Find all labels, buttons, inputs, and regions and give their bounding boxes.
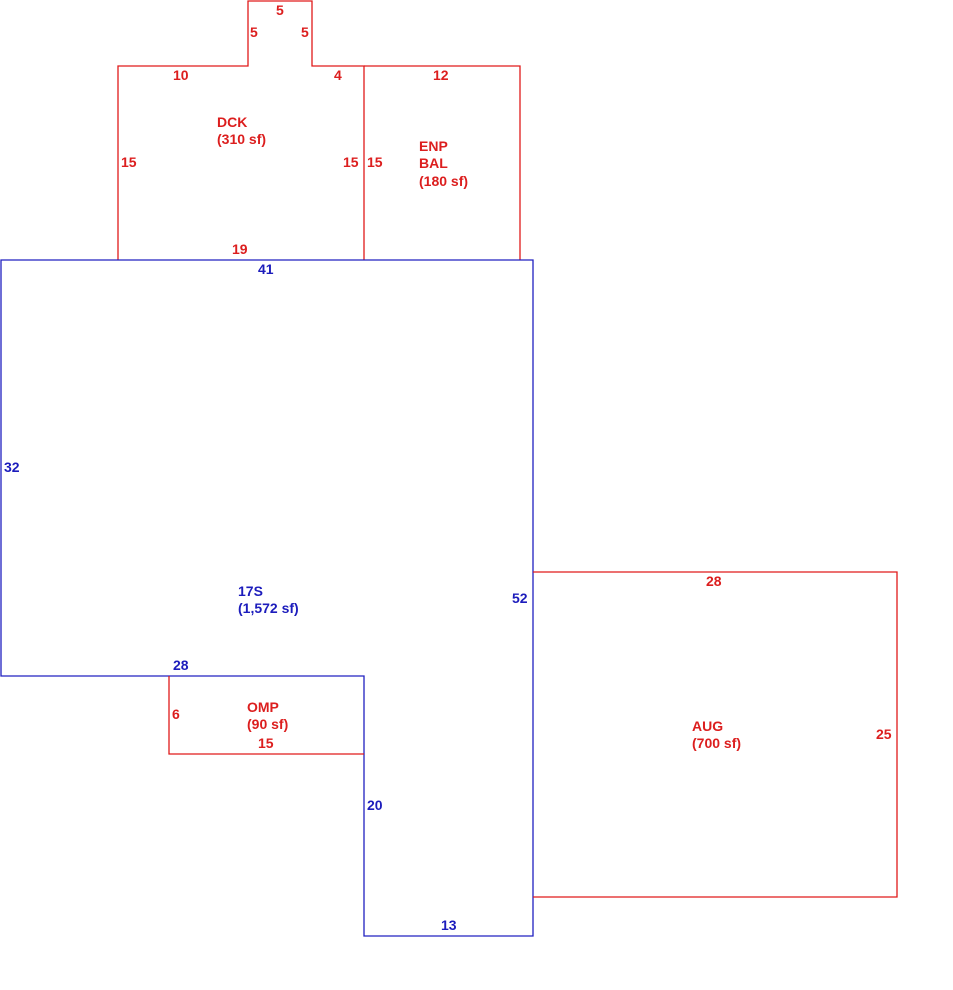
enp-code: ENP <box>419 138 448 154</box>
dim-dck-top-notch: 5 <box>276 2 284 18</box>
main-area: (1,572 sf) <box>238 600 299 616</box>
dim-enp-top: 12 <box>433 67 449 83</box>
dim-dck-right: 15 <box>343 154 359 170</box>
dim-dck-notch-right: 5 <box>301 24 309 40</box>
dim-main-bottom: 13 <box>441 917 457 933</box>
dim-omp-bottom: 15 <box>258 735 274 751</box>
main-code: 17S <box>238 583 263 599</box>
dim-aug-top: 28 <box>706 573 722 589</box>
aug-code: AUG <box>692 718 723 734</box>
dim-main-right: 52 <box>512 590 528 606</box>
dim-main-left: 32 <box>4 459 20 475</box>
omp-area: (90 sf) <box>247 716 288 732</box>
dim-main-top: 41 <box>258 261 274 277</box>
dim-dck-top-right: 4 <box>334 67 342 83</box>
dck-code: DCK <box>217 114 247 130</box>
dim-main-mid: 28 <box>173 657 189 673</box>
dim-dck-notch-left: 5 <box>250 24 258 40</box>
enp-outline <box>364 65 521 260</box>
aug-outline <box>533 571 898 898</box>
main-outline <box>0 259 534 937</box>
bal-code: BAL <box>419 155 448 171</box>
aug-area: (700 sf) <box>692 735 741 751</box>
omp-outline <box>168 676 364 755</box>
enp-area: (180 sf) <box>419 173 468 189</box>
dim-dck-top-left: 10 <box>173 67 189 83</box>
dim-aug-right: 25 <box>876 726 892 742</box>
dck-outline <box>117 0 365 260</box>
dck-area: (310 sf) <box>217 131 266 147</box>
dim-enp-left: 15 <box>367 154 383 170</box>
dim-main-lower-left: 20 <box>367 797 383 813</box>
omp-code: OMP <box>247 699 279 715</box>
dim-dck-bottom: 19 <box>232 241 248 257</box>
dim-omp-left: 6 <box>172 706 180 722</box>
dim-dck-left: 15 <box>121 154 137 170</box>
